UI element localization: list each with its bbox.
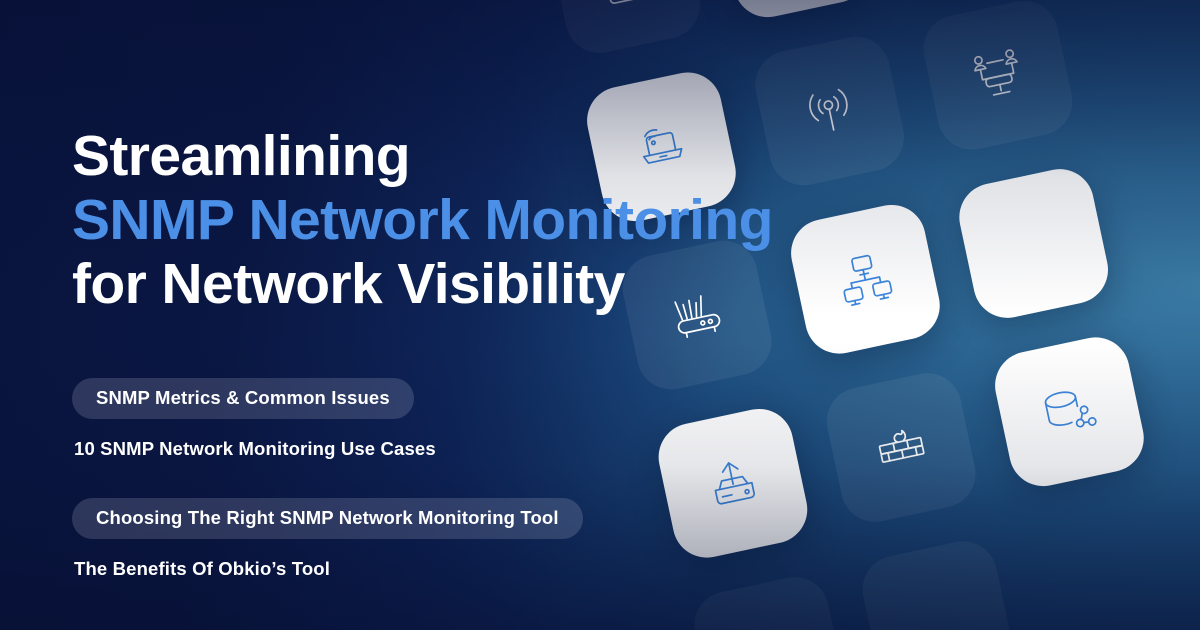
hero-content: Streamlining SNMP Network Monitoring for…: [72, 0, 773, 630]
toc-spacer-1: [72, 419, 772, 438]
list-item: The Benefits Of Obkio’s Tool: [72, 558, 772, 580]
toc-item-snmp-metrics[interactable]: SNMP Metrics & Common Issues: [72, 378, 414, 419]
headline-line-1: Streamlining: [72, 124, 411, 188]
toc-item-choosing-tool[interactable]: Choosing The Right SNMP Network Monitori…: [72, 498, 583, 539]
list-item: Choosing The Right SNMP Network Monitori…: [72, 498, 772, 539]
toc-item-obkio-benefits[interactable]: The Benefits Of Obkio’s Tool: [74, 558, 331, 579]
list-item: 10 SNMP Network Monitoring Use Cases: [72, 438, 772, 460]
table-of-contents: SNMP Metrics & Common Issues 10 SNMP Net…: [72, 378, 772, 580]
headline-line-2: SNMP Network Monitoring: [72, 188, 773, 252]
page-title: Streamlining SNMP Network Monitoring for…: [72, 124, 773, 316]
toc-item-use-cases[interactable]: 10 SNMP Network Monitoring Use Cases: [74, 438, 436, 459]
toc-spacer-3: [72, 539, 772, 558]
headline-line-3: for Network Visibility: [72, 252, 625, 316]
list-item: SNMP Metrics & Common Issues: [72, 378, 772, 419]
toc-spacer-2: [72, 460, 772, 498]
